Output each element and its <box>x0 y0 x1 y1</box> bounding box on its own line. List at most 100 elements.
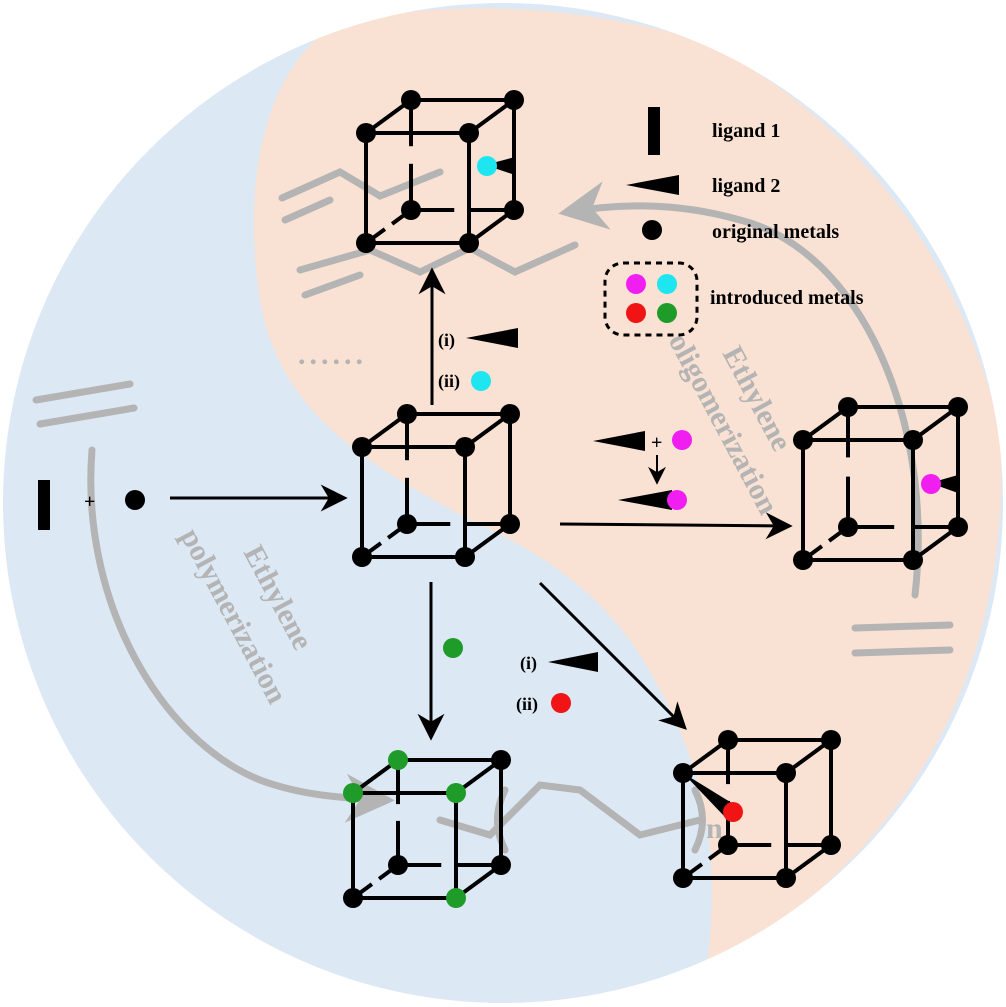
original-metal-node <box>500 514 520 534</box>
cyan-metal-reagent <box>471 371 491 391</box>
legend-ligand-2-symbol <box>626 175 679 195</box>
original-metal-node <box>948 397 968 417</box>
oligomer-chain <box>301 271 364 299</box>
original-metal-node <box>504 90 524 110</box>
original-metal-node <box>776 868 796 888</box>
red-metal-in-cube <box>723 802 743 822</box>
continuation-dots: ...... <box>298 338 367 371</box>
introduced-metal-node <box>388 750 408 770</box>
green-metal-reagent <box>443 638 463 658</box>
polymer-bracket <box>691 786 706 854</box>
cube-center <box>352 404 520 567</box>
right-step-annotations: + <box>593 430 692 510</box>
plus-sign-right: + <box>651 432 662 454</box>
legend: ligand 1 ligand 2 original metals introd… <box>603 107 864 337</box>
ligand-2-reagent-right <box>593 431 645 451</box>
polymerization-arc <box>87 446 395 823</box>
legend-introduced-metals-label: introduced metals <box>710 287 864 309</box>
step-label-diag-ii: (ii) <box>516 694 538 715</box>
original-metal-node <box>401 90 421 110</box>
polymer-chain <box>436 781 704 839</box>
original-metal-node <box>504 200 524 220</box>
original-metal-node <box>459 233 479 253</box>
ligand-2-in-cube <box>683 773 735 817</box>
original-metal-node <box>793 430 813 450</box>
magenta-metal-in-cube <box>921 474 941 494</box>
diagonal-step-annotations: (i) (ii) <box>516 652 598 715</box>
legend-original-metals-label: original metals <box>712 221 839 243</box>
original-metal-node <box>455 437 475 457</box>
legend-ligand-1-label: ligand 1 <box>712 120 780 142</box>
cube-bottom-right <box>673 730 841 888</box>
ligand-1-reactant <box>38 480 50 530</box>
original-metal-node <box>401 200 421 220</box>
introduced-metal-node <box>446 888 466 908</box>
original-metal-node <box>776 763 796 783</box>
original-metal-node <box>838 517 858 537</box>
ligand-2-in-cube <box>485 157 515 175</box>
original-metal-node <box>343 888 363 908</box>
legend-ligand-2-label: ligand 2 <box>712 175 780 197</box>
ligand-2-reagent-top <box>466 328 518 348</box>
original-metal-node <box>455 547 475 567</box>
step-label-diag-i: (i) <box>520 653 537 674</box>
ligand-2-in-cube <box>930 475 958 493</box>
legend-introduced-metals-box <box>603 261 699 337</box>
original-metal-node <box>397 404 417 424</box>
original-metal-node <box>793 550 813 570</box>
ethylene-mark-right <box>851 621 954 632</box>
cube-right <box>793 397 968 570</box>
original-metal-node <box>673 763 693 783</box>
ethylene-decorations <box>32 168 954 854</box>
step-label-top-i: (i) <box>438 330 455 351</box>
legend-original-metal-symbol <box>642 220 662 240</box>
original-metal-node <box>821 730 841 750</box>
original-metal-node <box>388 855 408 875</box>
ethylene-mark-right <box>851 646 954 657</box>
step-label-top-ii: (ii) <box>438 371 460 392</box>
oligomer-chain <box>296 241 579 276</box>
original-metal-node <box>500 404 520 424</box>
legend-cyan-metal <box>657 274 677 294</box>
cube-top <box>356 90 524 253</box>
original-metal-node <box>673 868 693 888</box>
original-metal-node <box>352 547 372 567</box>
original-metal-node <box>459 123 479 143</box>
original-metal-node <box>903 430 923 450</box>
arrow-right <box>559 512 793 540</box>
legend-green-metal <box>657 303 677 323</box>
original-metal-node <box>397 514 417 534</box>
original-metal-node <box>903 550 923 570</box>
introduced-metal-node <box>343 783 363 803</box>
original-metal-node <box>718 835 738 855</box>
original-metal-node <box>948 517 968 537</box>
ethylene-mark-left <box>32 380 134 404</box>
reactants: + <box>38 480 145 530</box>
magenta-metal-premixed <box>667 490 687 510</box>
original-metal-node <box>356 233 376 253</box>
ethylene-mark-left <box>36 404 138 428</box>
top-step-annotations: (i) (ii) <box>438 328 518 392</box>
oligomer-chain <box>281 196 334 224</box>
original-metal-node <box>838 397 858 417</box>
arrow-diagonal <box>538 581 687 730</box>
magenta-metal-reagent <box>672 430 692 450</box>
original-metal-node <box>356 123 376 143</box>
ligand-2-reagent-diag <box>548 652 598 672</box>
introduced-metal-node <box>446 783 466 803</box>
cubes <box>343 90 968 908</box>
cyan-metal-in-cube <box>477 156 497 176</box>
legend-red-metal <box>626 303 646 323</box>
cube-bottom <box>343 750 511 908</box>
reaction-arrows <box>170 267 793 741</box>
red-metal-reagent <box>551 693 571 713</box>
legend-magenta-metal <box>626 274 646 294</box>
original-metal-node <box>718 730 738 750</box>
legend-ligand-1-symbol <box>648 107 660 155</box>
original-metal-node <box>491 750 511 770</box>
repeat-unit-n: n <box>706 812 723 845</box>
original-metal-node <box>821 835 841 855</box>
plus-sign: + <box>84 491 95 513</box>
original-metal-node <box>352 437 372 457</box>
ligand-2-premixed <box>618 490 672 510</box>
